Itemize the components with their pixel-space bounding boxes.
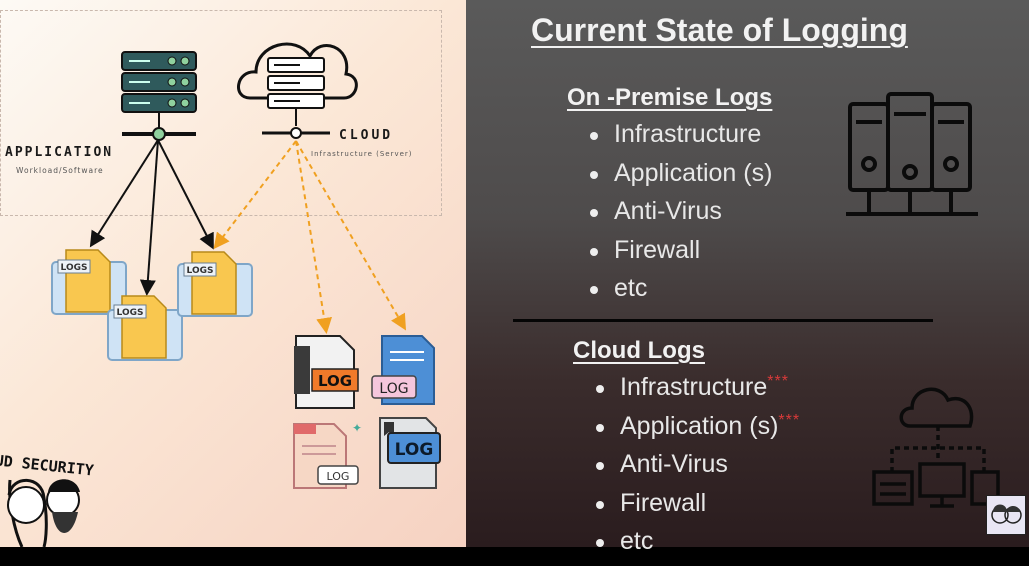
slide-panel	[466, 0, 1029, 547]
cloud-logs-heading: Cloud Logs	[573, 337, 705, 364]
asterisk-marker: ***	[778, 411, 801, 429]
slide-title: Current State of Logging	[531, 12, 908, 48]
log-file-icon: LOG	[371, 335, 435, 405]
logging-diagram-panel: LOGS LOGS LOGS LOG LOG	[0, 0, 466, 547]
log-file-icon: LOG	[379, 417, 441, 489]
list-item: Anti-Virus	[594, 450, 800, 489]
application-sublabel: Workload/Software	[16, 166, 104, 175]
logs-tag: LOGS	[61, 263, 88, 273]
cloud-arrows	[213, 140, 407, 334]
log-file-icon: LOG ✦	[293, 421, 362, 489]
on-premise-servers-icon	[846, 92, 978, 216]
log-tag: LOG	[318, 372, 352, 390]
list-item: Infrastructure***	[594, 373, 800, 412]
logs-file-icon: LOGS	[177, 251, 253, 317]
brand-text: UD SECURITY	[0, 451, 95, 479]
list-item: Firewall	[588, 236, 772, 275]
list-item: etc	[588, 274, 772, 313]
list-item: Firewall	[594, 489, 800, 528]
brand-logo: UD SECURITY	[0, 451, 95, 547]
list-item: Anti-Virus	[588, 197, 772, 236]
log-tag: LOG	[379, 381, 408, 397]
sparkle-icon: ✦	[352, 421, 362, 435]
log-file-icon: LOG	[294, 335, 359, 409]
logs-file-icon: LOGS	[51, 249, 127, 315]
list-item: etc	[594, 527, 800, 566]
application-arrows	[89, 139, 214, 296]
logs-file-icon: LOGS	[107, 295, 183, 361]
list-item: Application (s)	[588, 159, 772, 198]
server-rack-icon	[121, 51, 197, 141]
log-tag: LOG	[327, 470, 350, 483]
cloud-label: CLOUD	[339, 128, 394, 143]
asterisk-marker: ***	[767, 373, 789, 390]
avatar-icon	[986, 495, 1026, 535]
sources-dashed-box	[0, 10, 442, 216]
on-premise-list: Infrastructure Application (s) Anti-Viru…	[588, 120, 772, 313]
log-tag: LOG	[395, 440, 434, 460]
cloud-logs-list: Infrastructure*** Application (s)*** Ant…	[594, 373, 800, 566]
on-premise-heading: On -Premise Logs	[567, 84, 773, 111]
application-label: APPLICATION	[5, 145, 114, 160]
list-item: Application (s)***	[594, 412, 800, 451]
cloud-server-icon	[237, 42, 358, 139]
cloud-sublabel: Infrastructure (Server)	[311, 150, 413, 158]
cloud-network-icon	[872, 387, 1000, 508]
diagram-graphics: LOGS LOGS LOGS LOG LOG	[0, 42, 441, 547]
section-divider	[513, 319, 933, 322]
list-item: Infrastructure	[588, 120, 772, 159]
logs-tag: LOGS	[187, 266, 214, 276]
logs-tag: LOGS	[117, 308, 144, 318]
